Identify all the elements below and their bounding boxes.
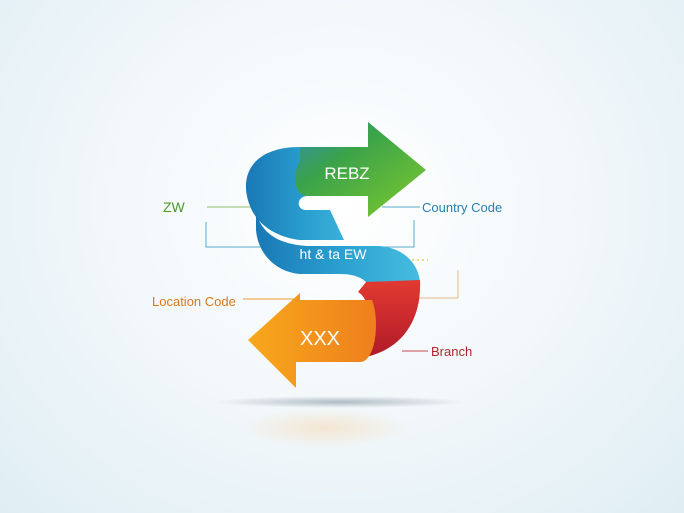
s-arrow-graphic (245, 122, 426, 388)
callout-lines (205, 206, 459, 352)
segment-label-middle: ht & ta EW (300, 246, 368, 262)
callout-line-country-bracket (378, 220, 415, 248)
segment-label-top: REBZ (324, 164, 369, 183)
callout-line-zw-bracket (205, 222, 268, 248)
s-middle-band (256, 212, 420, 282)
floor-shadow (215, 396, 465, 408)
segment-label-bottom: XXX (300, 328, 340, 350)
callout-branch: Branch (431, 344, 472, 359)
callout-country-code: Country Code (422, 200, 502, 215)
floor-glow (240, 408, 410, 448)
callout-line-branch-bracket (404, 270, 459, 299)
callout-location-code: Location Code (152, 294, 236, 309)
orange-arrow (248, 293, 376, 388)
green-arrow (295, 122, 426, 217)
callout-zw: ZW (163, 199, 186, 215)
